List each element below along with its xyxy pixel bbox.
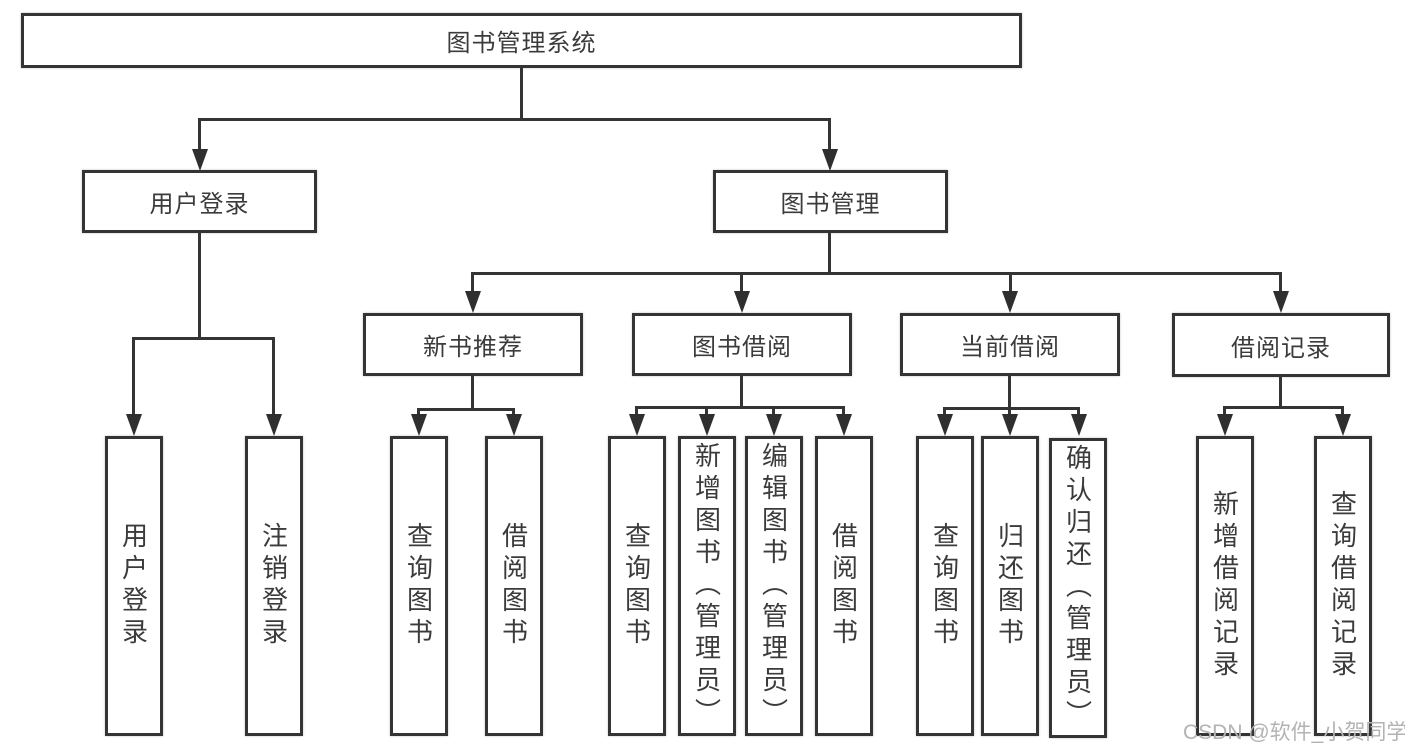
connector-to-book-management xyxy=(828,118,831,151)
leaf-query-books-2: 查询图书 xyxy=(608,436,666,736)
node-label: 图书借阅 xyxy=(692,334,792,361)
connector-book-borrowing-stem xyxy=(740,376,743,406)
leaf-edit-book-admin: 编辑图书（管理员） xyxy=(745,436,803,736)
connector-to-leaf-user-login xyxy=(132,337,135,416)
connector-root-split xyxy=(199,118,831,121)
connector-to-confirm-return xyxy=(1077,407,1080,416)
leaf-query-books-3: 查询图书 xyxy=(916,436,974,736)
connector-to-add-book xyxy=(705,406,708,416)
connector-current-borrowing-stem xyxy=(1008,376,1011,407)
arrowhead-icon xyxy=(629,414,645,436)
leaf-query-books-1: 查询图书 xyxy=(390,436,448,736)
arrowhead-icon xyxy=(126,414,142,436)
connector-to-query-books-2 xyxy=(635,406,638,416)
arrowhead-icon xyxy=(1335,414,1351,436)
arrowhead-icon xyxy=(411,414,427,436)
leaf-label: 新增图书（管理员） xyxy=(691,442,722,730)
connector-to-return-books xyxy=(1008,407,1011,416)
connector-new-book-stem xyxy=(471,376,474,408)
connector-to-query-books-1 xyxy=(417,408,420,416)
node-new-book-recommend: 新书推荐 xyxy=(363,313,583,376)
leaf-query-borrow-record: 查询借阅记录 xyxy=(1314,436,1372,736)
leaf-label: 确认归还（管理员） xyxy=(1062,444,1093,732)
leaf-label: 编辑图书（管理员） xyxy=(758,442,789,730)
leaf-logout: 注销登录 xyxy=(245,436,303,736)
arrowhead-icon xyxy=(192,149,208,171)
leaf-label: 新增借阅记录 xyxy=(1209,490,1240,682)
arrowhead-icon xyxy=(734,291,750,313)
connector-to-query-books-3 xyxy=(943,407,946,416)
leaf-label: 查询借阅记录 xyxy=(1327,490,1358,682)
connector-to-borrow-books-2 xyxy=(842,406,845,416)
node-borrowing-records: 借阅记录 xyxy=(1172,313,1390,377)
node-library-management-system: 图书管理系统 xyxy=(21,13,1022,68)
leaf-confirm-return-admin: 确认归还（管理员） xyxy=(1049,438,1107,738)
node-user-login: 用户登录 xyxy=(82,170,317,233)
leaf-label: 查询图书 xyxy=(403,522,434,650)
arrowhead-icon xyxy=(766,414,782,436)
connector-borrowing-records-stem xyxy=(1279,377,1282,406)
connector-new-book-split xyxy=(417,408,515,411)
connector-borrowing-records-split xyxy=(1223,406,1344,409)
arrowhead-icon xyxy=(937,414,953,436)
arrowhead-icon xyxy=(822,149,838,171)
connector-user-login-split xyxy=(132,337,275,340)
arrowhead-icon xyxy=(1002,291,1018,313)
connector-current-borrowing-split xyxy=(943,407,1080,410)
connector-book-borrowing-split xyxy=(635,406,845,409)
leaf-add-borrow-record: 新增借阅记录 xyxy=(1196,436,1254,736)
connector-to-current-borrowing xyxy=(1009,272,1012,293)
node-label: 借阅记录 xyxy=(1231,334,1331,362)
arrowhead-icon xyxy=(836,414,852,436)
connector-to-new-book-recommend xyxy=(471,272,474,293)
node-book-borrowing: 图书借阅 xyxy=(632,313,852,376)
leaf-label: 注销登录 xyxy=(258,522,289,650)
connector-to-leaf-logout xyxy=(272,337,275,416)
arrowhead-icon xyxy=(506,414,522,436)
connector-book-management-stem xyxy=(828,233,831,272)
leaf-label: 借阅图书 xyxy=(498,522,529,650)
node-label: 图书管理系统 xyxy=(446,30,597,57)
node-label: 用户登录 xyxy=(149,191,250,218)
watermark: CSDN @软件_小贺同学 xyxy=(1183,721,1405,744)
connector-root-stem xyxy=(520,68,523,118)
connector-to-edit-book xyxy=(772,406,775,416)
connector-to-add-borrow-record xyxy=(1223,406,1226,416)
arrowhead-icon xyxy=(1217,414,1233,436)
leaf-borrow-books-2: 借阅图书 xyxy=(815,436,873,736)
connector-to-borrowing-records xyxy=(1279,272,1282,293)
leaf-borrow-books-1: 借阅图书 xyxy=(485,436,543,736)
connector-to-query-borrow-record xyxy=(1341,406,1344,416)
leaf-label: 借阅图书 xyxy=(828,522,859,650)
node-book-management: 图书管理 xyxy=(713,170,948,233)
connector-user-login-stem xyxy=(198,233,201,337)
arrowhead-icon xyxy=(266,414,282,436)
connector-to-borrow-books-1 xyxy=(512,408,515,416)
node-current-borrowing: 当前借阅 xyxy=(900,313,1120,376)
node-label: 当前借阅 xyxy=(960,334,1060,361)
connector-to-user-login xyxy=(198,118,201,151)
node-label: 新书推荐 xyxy=(423,334,523,361)
connector-to-book-borrowing xyxy=(740,272,743,293)
leaf-label: 用户登录 xyxy=(118,522,149,650)
connector-book-management-split xyxy=(471,272,1282,275)
arrowhead-icon xyxy=(1273,291,1289,313)
leaf-return-books: 归还图书 xyxy=(981,436,1039,736)
leaf-label: 归还图书 xyxy=(994,522,1025,650)
arrowhead-icon xyxy=(699,414,715,436)
arrowhead-icon xyxy=(465,291,481,313)
node-label: 图书管理 xyxy=(780,191,881,218)
leaf-label: 查询图书 xyxy=(621,522,652,650)
arrowhead-icon xyxy=(1071,414,1087,436)
arrowhead-icon xyxy=(1002,414,1018,436)
leaf-add-book-admin: 新增图书（管理员） xyxy=(678,436,736,736)
leaf-user-login: 用户登录 xyxy=(105,436,163,736)
leaf-label: 查询图书 xyxy=(929,522,960,650)
